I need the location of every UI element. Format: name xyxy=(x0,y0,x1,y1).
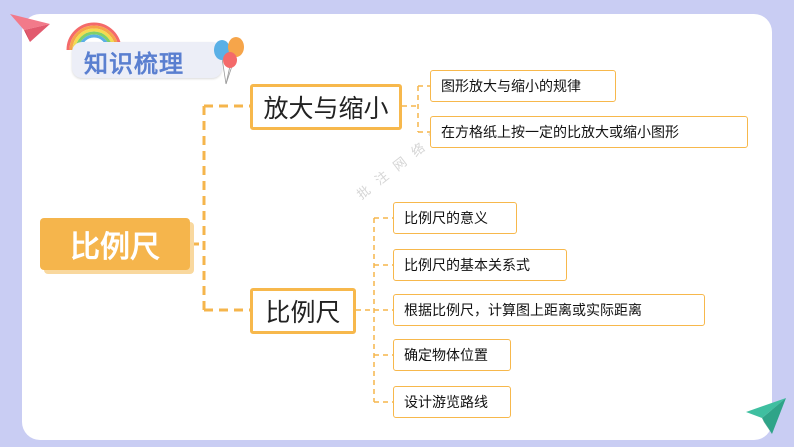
branch-node-scaling: 放大与缩小 xyxy=(250,84,402,130)
leaf-node: 图形放大与缩小的规律 xyxy=(430,70,616,102)
section-header: 知识梳理 xyxy=(62,20,252,90)
paper-plane-icon xyxy=(746,398,786,434)
paper-plane-icon xyxy=(10,14,50,42)
leaf-node: 比例尺的意义 xyxy=(393,202,517,234)
root-node: 比例尺 xyxy=(40,218,190,270)
leaf-node: 在方格纸上按一定的比放大或缩小图形 xyxy=(430,116,748,148)
leaf-node: 确定物体位置 xyxy=(393,339,511,371)
branch-node-scale: 比例尺 xyxy=(250,288,356,334)
leaf-node: 设计游览路线 xyxy=(393,386,511,418)
page-title: 知识梳理 xyxy=(84,50,184,78)
balloons-icon xyxy=(214,37,244,85)
title-pill xyxy=(72,42,222,78)
leaf-node: 比例尺的基本关系式 xyxy=(393,249,567,281)
leaf-node: 根据比例尺，计算图上距离或实际距离 xyxy=(393,294,705,326)
